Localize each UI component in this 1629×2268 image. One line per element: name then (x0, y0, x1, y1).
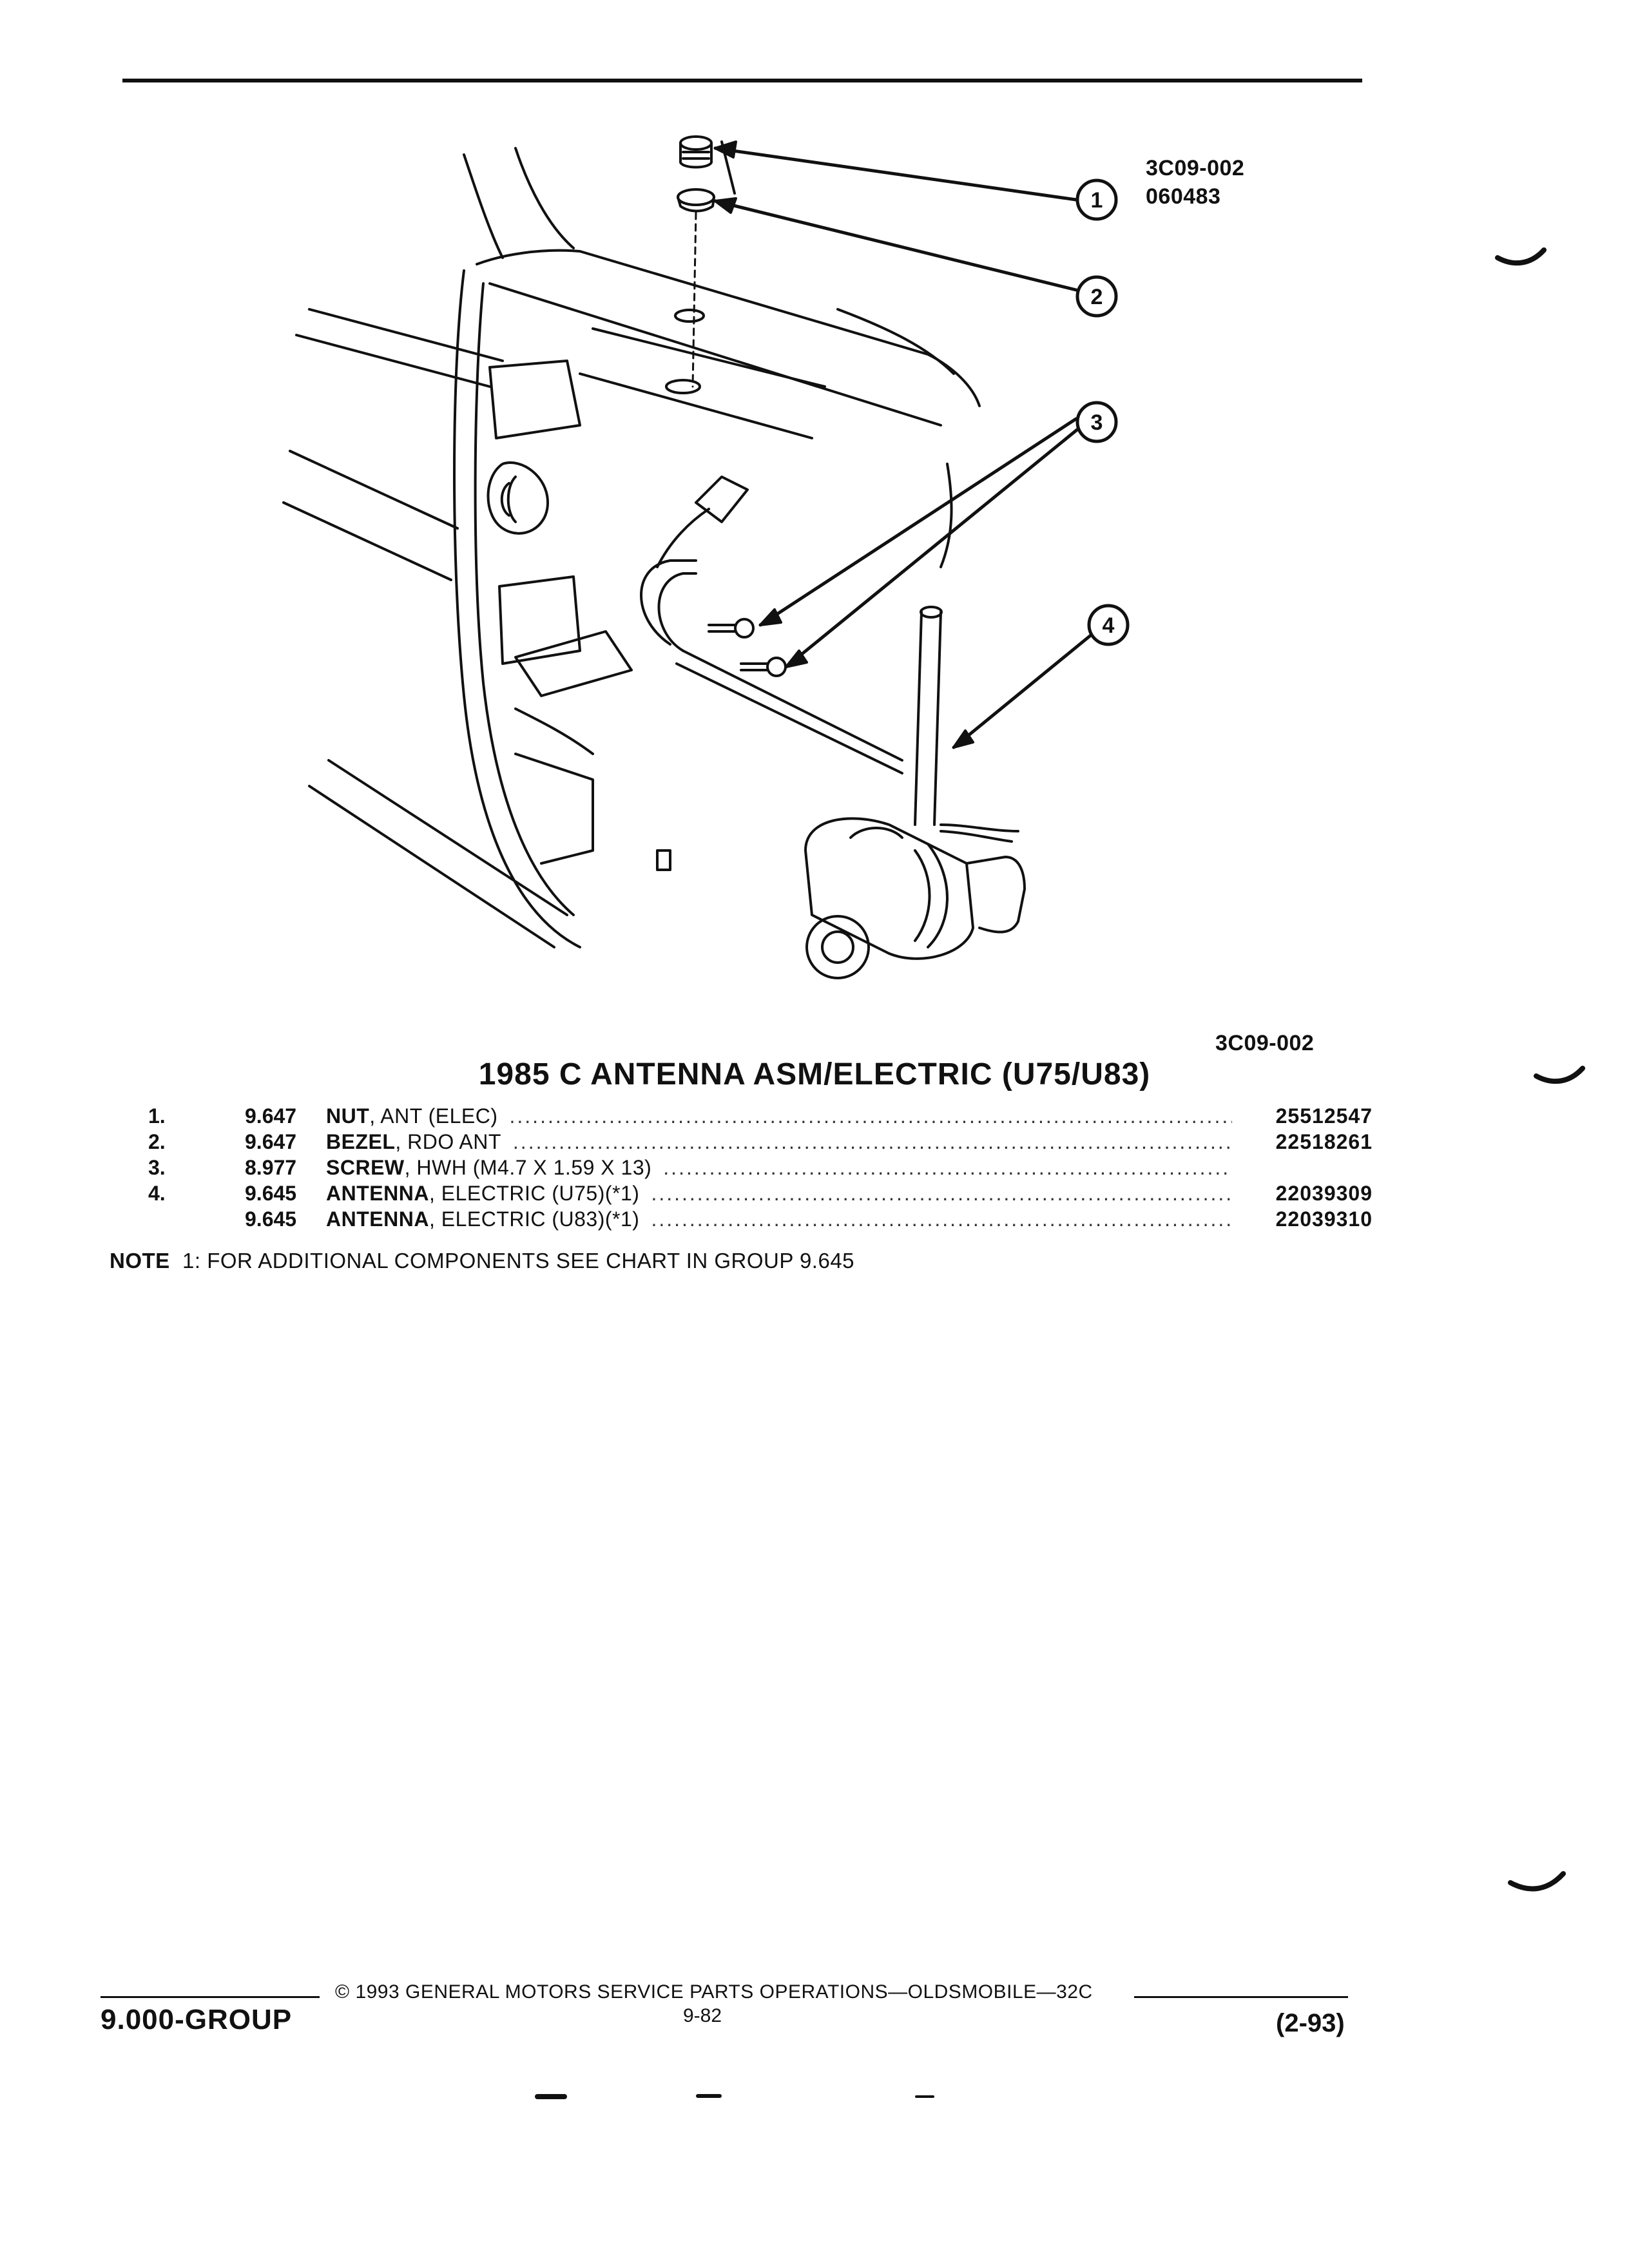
footer-copyright: © 1993 GENERAL MOTORS SERVICE PARTS OPER… (335, 1981, 1093, 2003)
callout-3-label: 3 (1091, 410, 1103, 435)
group-number: 8.977 (245, 1156, 297, 1179)
part-name: ANTENNA (326, 1182, 429, 1205)
margin-mark-1 (1495, 247, 1547, 266)
dot-leader (651, 1180, 1232, 1206)
dot-leader (663, 1155, 1232, 1180)
item-number: 4. (148, 1182, 166, 1205)
parts-row: 4. 9.645 ANTENNA, ELECTRIC (U75)(*1) 220… (148, 1180, 1373, 1206)
part-description: ANTENNA, ELECTRIC (U75)(*1) (326, 1180, 639, 1206)
item-number: 2. (148, 1130, 166, 1153)
part-description: ANTENNA, ELECTRIC (U83)(*1) (326, 1206, 639, 1232)
item-number: 1. (148, 1104, 166, 1128)
group-number: 9.645 (245, 1182, 297, 1205)
part-name: ANTENNA (326, 1207, 429, 1231)
dot-leader (651, 1206, 1232, 1232)
part-name: BEZEL (326, 1130, 396, 1153)
figure-ref-date: 060483 (1146, 184, 1221, 209)
antenna-mast (914, 463, 953, 826)
callout-1 (1075, 178, 1118, 221)
footer-group-label: 9.000-GROUP (101, 2004, 293, 2035)
part-description: SCREW, HWH (M4.7 X 1.59 X 13) (326, 1155, 651, 1180)
margin-mark-3 (1508, 1871, 1566, 1892)
antenna-motor (804, 817, 1026, 979)
item-number: 3. (148, 1156, 166, 1179)
top-rule (122, 79, 1362, 82)
section-title: 1985 C ANTENNA ASM/ELECTRIC (U75/U83) (478, 1057, 1151, 1091)
footer-rule-right (1134, 1996, 1348, 1998)
parts-row: 9.645 ANTENNA, ELECTRIC (U83)(*1) 220393… (148, 1206, 1373, 1232)
part-detail: , ELECTRIC (U83)(*1) (429, 1207, 640, 1231)
part-description: NUT, ANT (ELEC) (326, 1103, 498, 1129)
note-label: NOTE (110, 1249, 170, 1273)
part-name: NUT (326, 1104, 370, 1128)
screw-part-lower (740, 657, 787, 677)
footer-rule-left (101, 1996, 320, 1998)
scan-mark-bottom-1 (535, 2094, 567, 2099)
callout-2-label: 2 (1091, 285, 1103, 309)
callout-2 (1075, 275, 1118, 318)
note-text: 1: FOR ADDITIONAL COMPONENTS SEE CHART I… (182, 1249, 855, 1273)
part-number: 25512547 (1275, 1104, 1373, 1128)
figure-ref-bottom: 3C09-002 (1215, 1031, 1315, 1055)
callout-1-label: 1 (1091, 188, 1103, 213)
part-number: 22518261 (1275, 1130, 1373, 1153)
dot-leader (510, 1103, 1233, 1129)
part-detail: , ANT (ELEC) (369, 1104, 498, 1128)
group-number: 9.647 (245, 1130, 297, 1153)
footnote: NOTE 1: FOR ADDITIONAL COMPONENTS SEE CH… (110, 1249, 854, 1273)
parts-row: 2. 9.647 BEZEL, RDO ANT 22518261 (148, 1129, 1373, 1155)
part-detail: , RDO ANT (395, 1130, 501, 1153)
part-detail: , ELECTRIC (U75)(*1) (429, 1182, 640, 1205)
leader-3b (784, 423, 1084, 669)
callout-4-label: 4 (1103, 613, 1115, 638)
bezel-part (677, 188, 715, 213)
scan-mark-bottom-2 (696, 2094, 722, 2098)
parts-row: 3. 8.977 SCREW, HWH (M4.7 X 1.59 X 13) (148, 1155, 1373, 1180)
parts-row: 1. 9.647 NUT, ANT (ELEC) 25512547 (148, 1103, 1373, 1129)
callout-4 (1087, 604, 1130, 646)
scan-mark-bottom-3 (915, 2095, 934, 2098)
part-description: BEZEL, RDO ANT (326, 1129, 501, 1155)
fender-outline (476, 249, 981, 407)
parts-list: 1. 9.647 NUT, ANT (ELEC) 25512547 2. 9.6… (148, 1103, 1373, 1232)
part-number: 22039310 (1275, 1207, 1373, 1231)
part-number: 22039309 (1275, 1182, 1373, 1205)
figure-ref-top: 3C09-002 (1146, 156, 1245, 180)
group-number: 9.647 (245, 1104, 297, 1128)
leader-2 (713, 199, 1078, 292)
callout-3 (1075, 401, 1118, 443)
screw-part-upper (708, 618, 755, 639)
dot-leader (513, 1129, 1232, 1155)
antenna-exploded-diagram: 1 2 3 4 (282, 135, 1130, 979)
leader-4 (952, 629, 1097, 749)
part-detail: , HWH (M4.7 X 1.59 X 13) (404, 1156, 652, 1179)
leader-3a (758, 417, 1078, 627)
footer-page-number: 9-82 (683, 2005, 722, 2026)
footer-revision-date: (2-93) (1276, 2009, 1345, 2037)
part-name: SCREW (326, 1156, 405, 1179)
margin-mark-2 (1534, 1066, 1585, 1084)
leader-1 (713, 146, 1078, 202)
nut-part (679, 135, 713, 169)
group-number: 9.645 (245, 1207, 297, 1231)
